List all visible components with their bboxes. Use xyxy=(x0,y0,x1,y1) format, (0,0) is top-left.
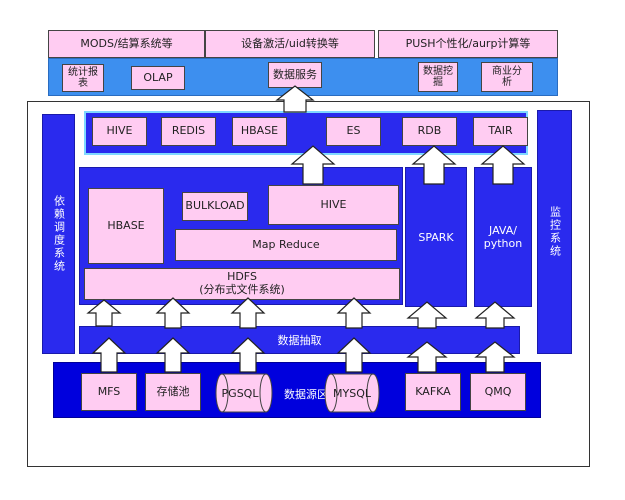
top-cell-push: PUSH个性化/aurp计算等 xyxy=(378,30,558,58)
service-olap: OLAP xyxy=(131,66,185,90)
source-qmq: QMQ xyxy=(470,373,526,411)
flow-arrows xyxy=(86,85,526,373)
data-extraction: 数据抽取 xyxy=(79,326,520,354)
arrow-storage-pool xyxy=(155,337,191,373)
arrow-extract-3 xyxy=(230,297,266,329)
service-data-service: 数据服务 xyxy=(268,62,322,88)
service-data-mining: 数据挖掘 xyxy=(418,62,458,92)
top-cell-activation: 设备激活/uid转换等 xyxy=(205,30,375,58)
arrow-extract-1 xyxy=(86,299,122,327)
arrow-extract-6 xyxy=(474,301,516,329)
arrow-extract-2 xyxy=(155,297,191,329)
top-cell-mods: MODS/结算系统等 xyxy=(48,30,205,58)
arrow-qmq xyxy=(474,341,516,373)
storage-hive: HIVE xyxy=(92,117,147,146)
storage-redis: REDIS xyxy=(161,117,216,146)
hdfs-subtitle: (分布式文件系统) xyxy=(199,283,285,296)
source-mysql: MYSQL xyxy=(324,373,380,413)
data-source-zone-label: 数据源区 xyxy=(284,388,328,401)
arrow-to-data-service xyxy=(275,85,315,113)
mysql-label: MYSQL xyxy=(333,387,372,400)
scheduling-system-label: 依赖调度系统 xyxy=(52,195,66,273)
compute-hdfs: HDFS (分布式文件系统) xyxy=(84,268,400,300)
monitoring-system-label: 监控系统 xyxy=(548,206,562,258)
data-extraction-label: 数据抽取 xyxy=(277,334,322,347)
source-pgsql: PGSQL xyxy=(215,373,273,413)
pgsql-label: PGSQL xyxy=(222,387,260,400)
arrow-java-to-tair xyxy=(480,145,526,185)
compute-mapreduce: Map Reduce xyxy=(175,229,397,261)
service-stats-report: 统计报表 xyxy=(62,64,104,92)
compute-bulkload: BULKLOAD xyxy=(182,192,248,221)
scheduling-system: 依赖调度系统 xyxy=(42,114,75,354)
compute-java-python: JAVA/ python xyxy=(474,167,532,307)
service-business-analysis: 商业分析 xyxy=(481,62,533,92)
java-python-label: JAVA/ python xyxy=(483,224,523,250)
spark-label: SPARK xyxy=(418,230,454,244)
source-storage-pool: 存储池 xyxy=(145,373,201,411)
source-kafka: KAFKA xyxy=(405,373,461,411)
arrow-hive-to-storage xyxy=(290,145,336,185)
compute-hbase: HBASE xyxy=(88,188,164,264)
arrow-spark-to-rdb xyxy=(411,145,457,185)
storage-es: ES xyxy=(326,117,381,146)
arrow-mysql xyxy=(336,337,372,373)
monitoring-system: 监控系统 xyxy=(537,110,572,354)
storage-hbase: HBASE xyxy=(232,117,287,146)
storage-tair: TAIR xyxy=(473,117,528,146)
compute-spark: SPARK xyxy=(405,167,467,307)
compute-hive: HIVE xyxy=(268,185,399,225)
storage-rdb: RDB xyxy=(402,117,457,146)
arrow-extract-4 xyxy=(336,297,372,329)
arrow-pgsql xyxy=(230,337,266,373)
hdfs-title: HDFS xyxy=(227,270,257,284)
arrow-kafka xyxy=(406,341,448,373)
arrow-extract-5 xyxy=(406,301,448,329)
arrow-mfs xyxy=(91,337,127,373)
source-mfs: MFS xyxy=(81,373,137,411)
